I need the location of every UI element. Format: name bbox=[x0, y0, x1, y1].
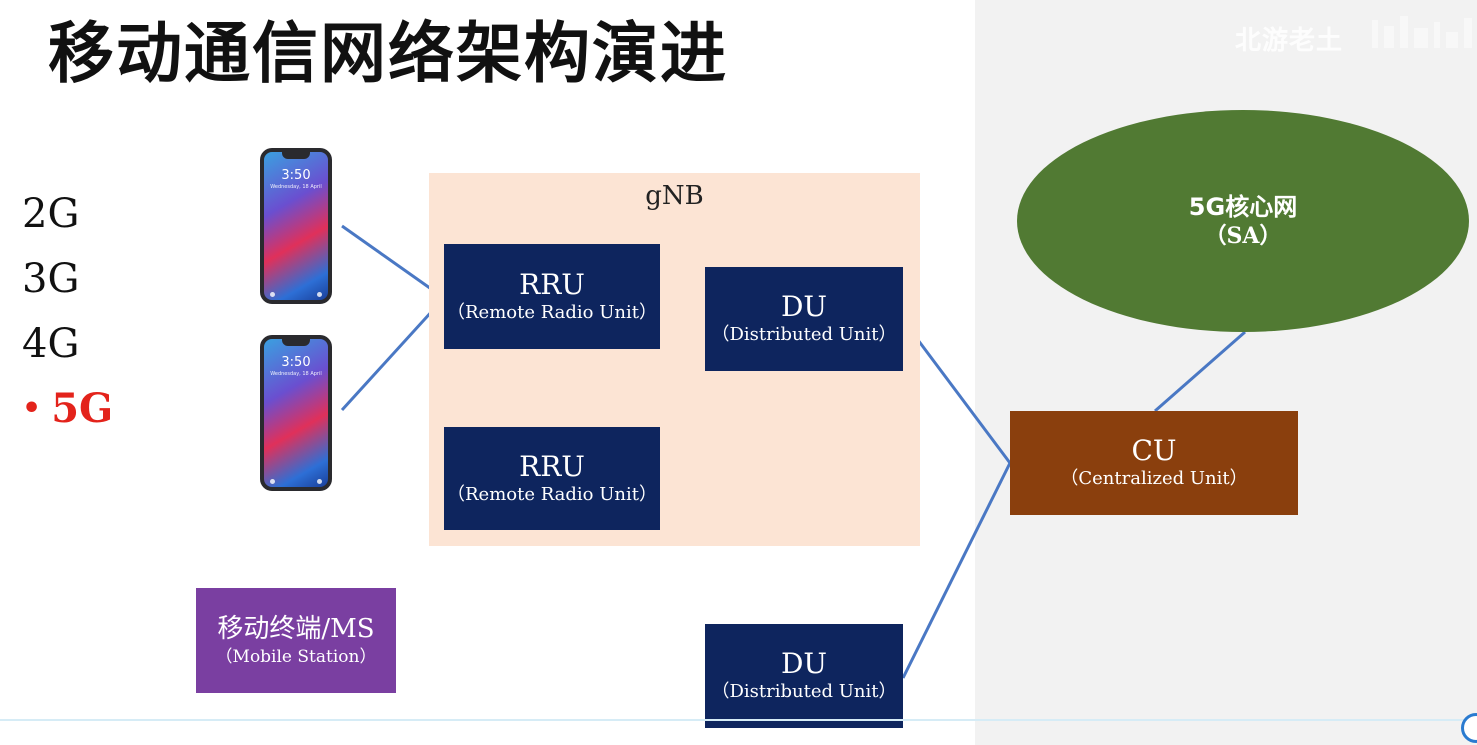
rru-name: RRU bbox=[519, 267, 585, 301]
generation-5g-label: 5G bbox=[51, 385, 114, 432]
mobile-station-full-name: （Mobile Station） bbox=[215, 646, 377, 667]
core-network-node: 5G核心网 （SA） bbox=[1017, 110, 1469, 332]
phone-notch bbox=[282, 339, 310, 346]
rru-full-name: （Remote Radio Unit） bbox=[446, 301, 657, 323]
du-node-bottom: DU （Distributed Unit） bbox=[705, 624, 903, 728]
du-node-top: DU （Distributed Unit） bbox=[705, 267, 903, 371]
bullet-icon: • bbox=[22, 391, 42, 426]
mobile-phone-2: 3:50 Wednesday, 18 April bbox=[260, 335, 332, 491]
generation-3g: 3G bbox=[22, 256, 80, 302]
core-network-name: 5G核心网 bbox=[1188, 193, 1298, 221]
core-network-mode: （SA） bbox=[1204, 223, 1282, 249]
mobile-station-node: 移动终端/MS （Mobile Station） bbox=[196, 588, 396, 693]
page-title: 移动通信网络架构演进 bbox=[48, 15, 728, 92]
footer-divider bbox=[0, 719, 1477, 721]
rru-full-name: （Remote Radio Unit） bbox=[446, 483, 657, 505]
du-name: DU bbox=[780, 647, 828, 680]
watermark-text: 北游老土 bbox=[1235, 26, 1344, 56]
generation-2g: 2G bbox=[22, 191, 80, 237]
rru-node-bottom: RRU （Remote Radio Unit） bbox=[444, 427, 660, 530]
du-full-name: （Distributed Unit） bbox=[711, 681, 897, 702]
cu-full-name: （Centralized Unit） bbox=[1060, 468, 1248, 489]
phone-time: 3:50 bbox=[281, 168, 311, 183]
phone-dock bbox=[270, 479, 322, 484]
cu-node: CU （Centralized Unit） bbox=[1010, 411, 1298, 515]
phone-date: Wednesday, 18 April bbox=[270, 184, 322, 190]
corner-badge-icon bbox=[1461, 713, 1477, 743]
rru-name: RRU bbox=[519, 449, 585, 483]
phone-dock bbox=[270, 292, 322, 297]
mobile-phone-1: 3:50 Wednesday, 18 April bbox=[260, 148, 332, 304]
cu-name: CU bbox=[1131, 434, 1177, 467]
phone-notch bbox=[282, 152, 310, 159]
watermark-logo bbox=[1372, 16, 1472, 48]
phone-date: Wednesday, 18 April bbox=[270, 371, 322, 377]
phone-time: 3:50 bbox=[281, 355, 311, 370]
du-full-name: （Distributed Unit） bbox=[711, 324, 897, 345]
rru-node-top: RRU （Remote Radio Unit） bbox=[444, 244, 660, 349]
mobile-station-name: 移动终端/MS bbox=[217, 613, 375, 644]
generation-5g: • 5G bbox=[22, 385, 113, 433]
du-name: DU bbox=[780, 290, 828, 323]
gnb-label: gNB bbox=[645, 181, 704, 211]
generation-4g: 4G bbox=[22, 321, 80, 367]
